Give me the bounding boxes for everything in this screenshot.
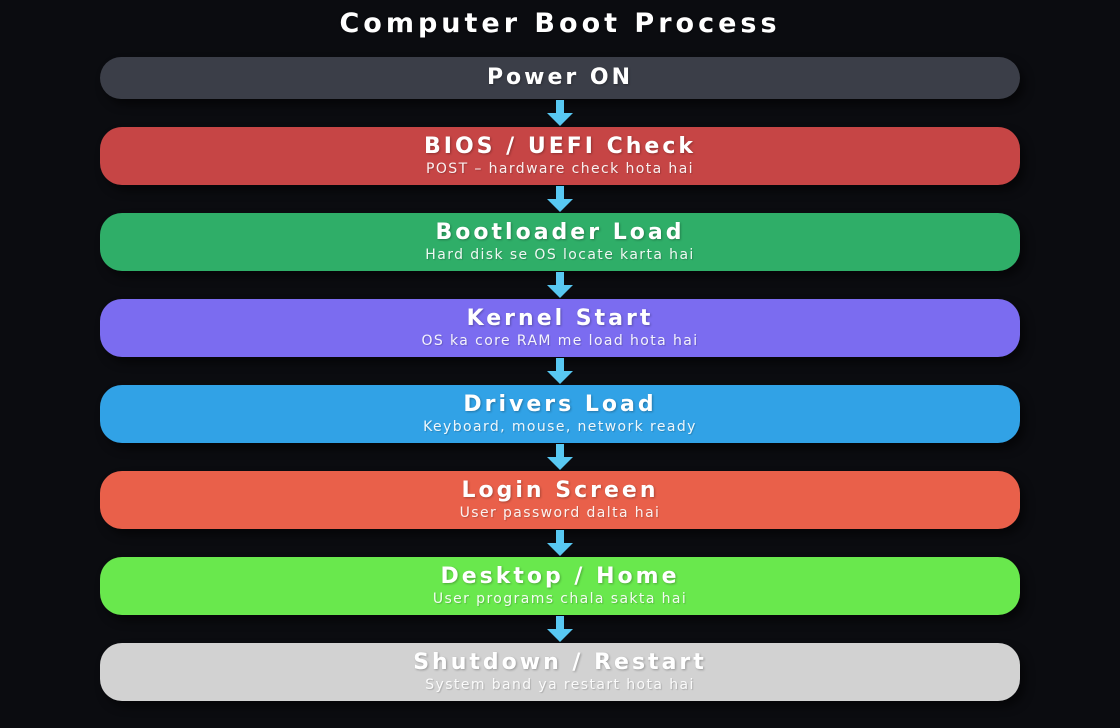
down-arrow-icon (547, 444, 573, 470)
step-title: Power ON (486, 65, 634, 90)
flow-arrow (100, 443, 1020, 471)
step-login-screen: Login Screen User password dalta hai (100, 471, 1020, 529)
flow-arrow (100, 615, 1020, 643)
step-title: Login Screen (461, 478, 659, 503)
boot-process-diagram: Computer Boot Process Power ON BIOS / UE… (0, 8, 1120, 701)
flow-arrow (100, 529, 1020, 557)
down-arrow-icon (547, 186, 573, 212)
page-title: Computer Boot Process (339, 8, 781, 39)
step-title: BIOS / UEFI Check (423, 134, 697, 159)
flow-arrow (100, 99, 1020, 127)
step-bios-uefi-check: BIOS / UEFI Check POST – hardware check … (100, 127, 1020, 185)
step-desktop-home: Desktop / Home User programs chala sakta… (100, 557, 1020, 615)
step-title: Kernel Start (466, 306, 654, 331)
step-subtitle: OS ka core RAM me load hota hai (421, 333, 699, 349)
step-title: Bootloader Load (435, 220, 685, 245)
down-arrow-icon (547, 358, 573, 384)
step-subtitle: Hard disk se OS locate karta hai (425, 247, 695, 263)
step-shutdown-restart: Shutdown / Restart System band ya restar… (100, 643, 1020, 701)
flow-arrow (100, 271, 1020, 299)
down-arrow-icon (547, 100, 573, 126)
step-bootloader-load: Bootloader Load Hard disk se OS locate k… (100, 213, 1020, 271)
down-arrow-icon (547, 272, 573, 298)
step-kernel-start: Kernel Start OS ka core RAM me load hota… (100, 299, 1020, 357)
step-drivers-load: Drivers Load Keyboard, mouse, network re… (100, 385, 1020, 443)
step-subtitle: System band ya restart hota hai (425, 677, 695, 693)
step-subtitle: Keyboard, mouse, network ready (423, 419, 697, 435)
step-subtitle: User programs chala sakta hai (432, 591, 688, 607)
step-title: Drivers Load (463, 392, 657, 417)
step-power-on: Power ON (100, 57, 1020, 99)
step-subtitle: POST – hardware check hota hai (426, 161, 694, 177)
down-arrow-icon (547, 616, 573, 642)
flow-arrow (100, 357, 1020, 385)
step-title: Desktop / Home (440, 564, 680, 589)
flow-arrow (100, 185, 1020, 213)
flowchart: Power ON BIOS / UEFI Check POST – hardwa… (100, 57, 1020, 701)
down-arrow-icon (547, 530, 573, 556)
step-title: Shutdown / Restart (413, 650, 707, 675)
step-subtitle: User password dalta hai (459, 505, 661, 521)
